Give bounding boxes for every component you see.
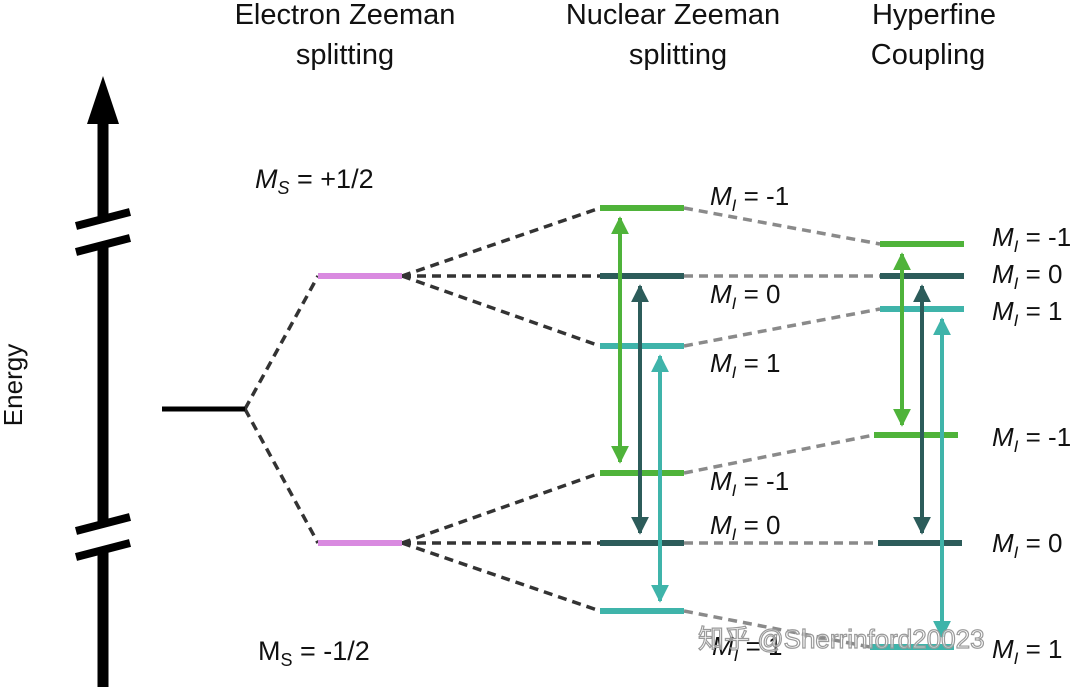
hyperfine-mi-label-upper-2: MI = 0 — [992, 259, 1063, 293]
hyperfine-mi-label-lower-2: MI = 0 — [992, 528, 1063, 562]
watermark: 知乎 @Sherrinford20023 — [698, 624, 985, 654]
ms-label-lower: MS = -1/2 — [258, 636, 370, 670]
ms-label-upper: MS = +1/2 — [255, 164, 374, 198]
axis-break-upper-icon — [74, 208, 132, 256]
electron-splitting-connectors — [243, 275, 320, 544]
hyperfine-mi-label-lower-1: MI = -1 — [992, 422, 1071, 456]
nuclear-splitting-connectors — [401, 206, 601, 613]
nuclear-zeeman-title-line1: Nuclear Zeeman — [566, 0, 780, 31]
nuclear-mi-label-lower-3: MI = 1 — [712, 631, 783, 665]
hyperfine-mi-label-lower-3: MI = 1 — [992, 634, 1063, 668]
hyperfine-mi-label-upper-1: MI = -1 — [992, 222, 1071, 256]
energy-axis-label: Energy — [0, 344, 28, 426]
hyperfine-connectors — [683, 206, 881, 649]
energy-axis-arrowhead-icon — [87, 76, 119, 124]
nuclear-mi-label-lower-1: MI = -1 — [710, 466, 789, 500]
electron-zeeman-title-line2: splitting — [296, 39, 394, 71]
nuclear-zeeman-title-line2: splitting — [629, 39, 727, 71]
energy-axis — [74, 76, 132, 687]
hyperfine-title-line1: Hyperfine — [872, 0, 996, 31]
hyperfine-title-line2: Coupling — [871, 39, 985, 71]
nuclear-mi-label-upper-1: MI = -1 — [710, 181, 789, 215]
electron-zeeman-title-line1: Electron Zeeman — [235, 0, 456, 31]
axis-break-lower-icon — [74, 513, 132, 561]
nuclear-mi-label-upper-3: MI = 1 — [710, 348, 781, 382]
nuclear-mi-label-lower-2: MI = 0 — [710, 510, 781, 544]
hyperfine-mi-label-upper-3: MI = 1 — [992, 296, 1063, 330]
nuclear-mi-label-upper-2: MI = 0 — [710, 279, 781, 313]
